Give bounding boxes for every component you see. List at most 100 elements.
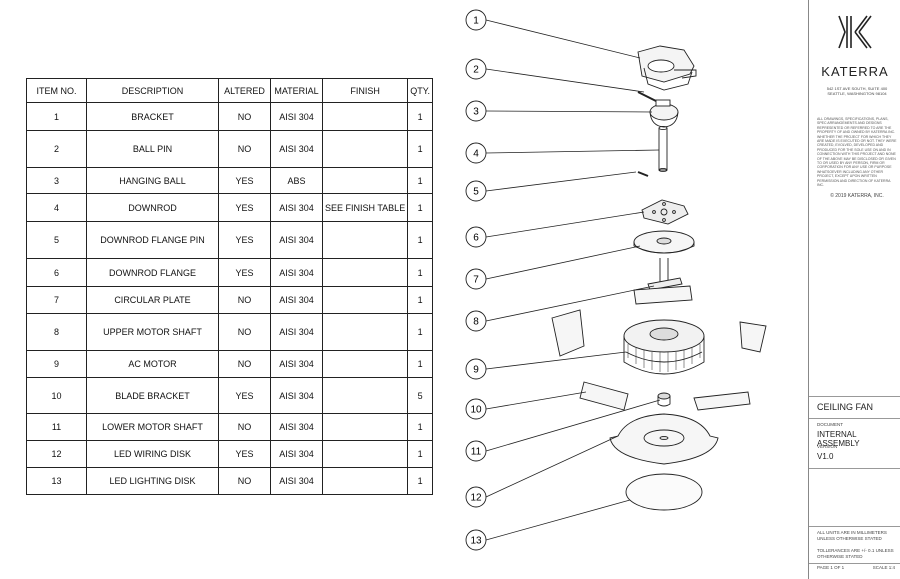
callout-balloon: [465, 100, 487, 122]
callout-balloon: [465, 440, 487, 462]
description-cell: LOWER MOTOR SHAFT: [86, 413, 219, 441]
leader-line: [485, 211, 645, 238]
leader-line: [485, 391, 587, 410]
material-cell: ABS: [270, 167, 323, 194]
altered-cell: NO: [218, 313, 271, 351]
callout-balloon: [465, 398, 487, 420]
finish-cell: [321, 413, 409, 441]
document-value: INTERNAL ASSEMBLY: [817, 430, 860, 448]
item-no-cell: 9: [26, 350, 87, 378]
header-qty: QTY.: [407, 78, 434, 103]
item-no-cell: 7: [26, 286, 87, 314]
header-material: MATERIAL: [270, 78, 323, 103]
qty-cell: 1: [407, 286, 434, 314]
katerra-logo-icon: [838, 15, 872, 49]
item-no-cell: 3: [26, 167, 87, 194]
units-note: ALL UNITS ARE IN MILLIMETERS UNLESS OTHE…: [817, 530, 887, 541]
altered-cell: YES: [218, 221, 271, 259]
divider: [809, 418, 900, 419]
altered-cell: NO: [218, 130, 271, 168]
finish-cell: [321, 350, 409, 378]
ac-motor-part: [623, 319, 705, 375]
ball-pin-part: [637, 91, 659, 103]
header-item-no: ITEM NO.: [26, 78, 87, 103]
material-cell: AISI 304: [270, 258, 323, 287]
qty-cell: 1: [407, 221, 434, 259]
finish-cell: [321, 377, 409, 414]
hanging-ball-part: [649, 99, 679, 128]
address-line-1: 542 1ST AVE SOUTH, SUITE 400: [826, 86, 888, 91]
callout-balloon: [465, 58, 487, 80]
item-no-cell: 6: [26, 258, 87, 287]
callout-10: 10: [465, 391, 587, 420]
qty-cell: 1: [407, 167, 434, 194]
leader-line: [485, 499, 631, 541]
description-cell: BRACKET: [86, 102, 219, 131]
callout-11: 11: [465, 399, 661, 462]
lower-motor-shaft-part: [657, 392, 671, 407]
callout-balloon: [465, 9, 487, 31]
item-no-cell: 2: [26, 130, 87, 168]
altered-cell: NO: [218, 413, 271, 441]
finish-cell: [321, 221, 409, 259]
led-wiring-disk-part: [609, 413, 719, 465]
material-cell: AISI 304: [270, 440, 323, 468]
callout-balloon: [465, 180, 487, 202]
qty-cell: 1: [407, 130, 434, 168]
finish-cell: [321, 313, 409, 351]
material-cell: AISI 304: [270, 221, 323, 259]
callout-number: 6: [473, 233, 479, 244]
description-cell: DOWNROD FLANGE: [86, 258, 219, 287]
description-cell: HANGING BALL: [86, 167, 219, 194]
qty-cell: 1: [407, 193, 434, 222]
description-cell: BALL PIN: [86, 130, 219, 168]
callout-number: 13: [470, 536, 482, 547]
upper-motor-shaft-part: [647, 258, 683, 291]
description-cell: DOWNROD: [86, 193, 219, 222]
altered-cell: NO: [218, 350, 271, 378]
version-value: V1.0: [817, 452, 834, 461]
callout-4: 4: [465, 142, 660, 164]
description-cell: UPPER MOTOR SHAFT: [86, 313, 219, 351]
header-description: DESCRIPTION: [86, 78, 219, 103]
divider: [809, 396, 900, 397]
callout-balloon: [465, 226, 487, 248]
qty-cell: 1: [407, 350, 434, 378]
material-cell: AISI 304: [270, 313, 323, 351]
qty-cell: 5: [407, 377, 434, 414]
callout-balloon: [465, 142, 487, 164]
material-cell: AISI 304: [270, 377, 323, 414]
altered-cell: NO: [218, 286, 271, 314]
material-cell: AISI 304: [270, 467, 323, 495]
finish-cell: [321, 440, 409, 468]
altered-cell: NO: [218, 467, 271, 495]
finish-cell: [321, 102, 409, 131]
callout-number: 12: [470, 493, 482, 504]
material-cell: AISI 304: [270, 130, 323, 168]
callout-balloon: [465, 529, 487, 551]
item-no-cell: 12: [26, 440, 87, 468]
leader-line: [485, 245, 641, 280]
item-no-cell: 13: [26, 467, 87, 495]
leader-line: [485, 285, 655, 322]
callout-number: 5: [473, 187, 479, 198]
downrod-flange-pin-part: [637, 171, 649, 177]
callout-number: 11: [471, 447, 482, 458]
callout-balloon: [465, 310, 487, 332]
callout-1: 1: [465, 9, 641, 59]
description-cell: AC MOTOR: [86, 350, 219, 378]
qty-cell: 1: [407, 440, 434, 468]
callout-number: 1: [473, 16, 479, 27]
qty-cell: 1: [407, 467, 434, 495]
item-no-cell: 8: [26, 313, 87, 351]
callout-number: 10: [470, 405, 482, 416]
